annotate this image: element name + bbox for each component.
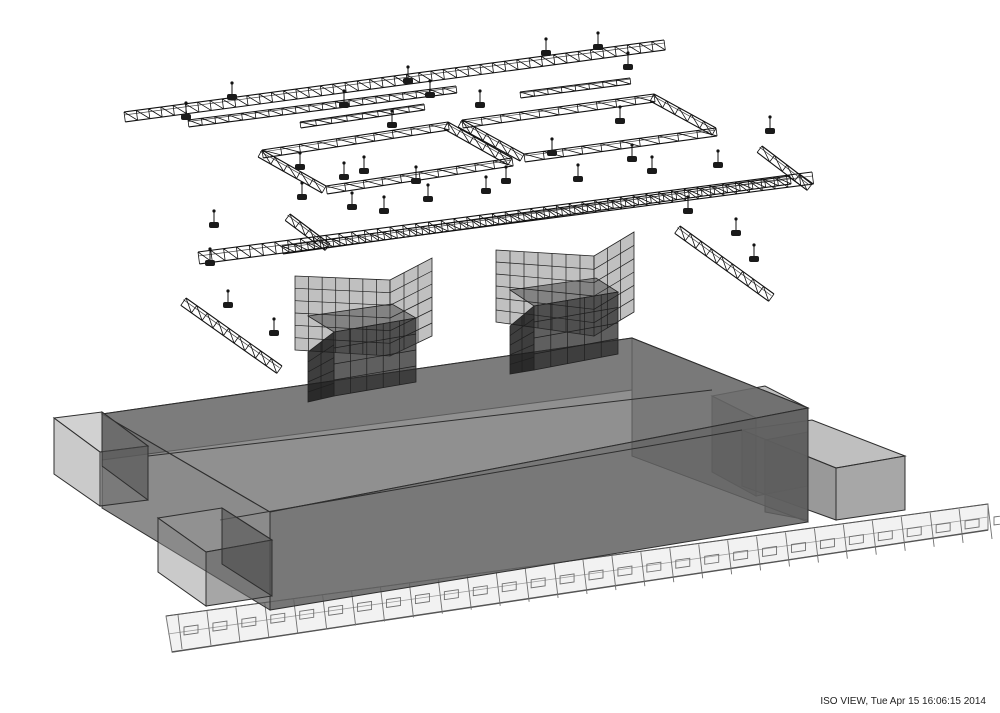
seat-divider — [380, 587, 401, 622]
chain-hoist-icon — [269, 317, 279, 336]
chain-hoist-icon — [347, 191, 357, 210]
seat-divider — [553, 563, 575, 598]
chain-hoist-icon — [227, 81, 237, 100]
chain-hoist-icon — [223, 289, 233, 308]
seat-divider — [871, 520, 893, 555]
seat-divider — [264, 603, 286, 638]
seat-divider — [842, 524, 864, 559]
truss-icon — [674, 225, 775, 302]
seat-divider — [900, 516, 922, 551]
chain-hoist-icon — [359, 155, 369, 174]
truss-icon — [123, 39, 666, 123]
truss-icon — [457, 119, 525, 162]
seat-divider — [177, 614, 199, 650]
chain-hoist-icon — [593, 31, 603, 50]
chain-hoist-icon — [403, 65, 413, 84]
chain-hoist-icon — [181, 101, 191, 120]
truss-icon — [519, 77, 632, 99]
truss-icon — [284, 213, 331, 251]
chain-hoist-icon — [573, 163, 583, 182]
chain-hoist-icon — [295, 151, 305, 170]
seat-divider — [582, 559, 604, 595]
seat-divider — [958, 508, 980, 543]
seat-divider — [351, 591, 373, 626]
seat-divider — [524, 567, 546, 602]
chain-hoist-icon — [647, 155, 657, 174]
seat-divider — [495, 571, 517, 606]
truss-icon — [649, 93, 717, 136]
seat-divider — [206, 611, 228, 646]
truss-icon — [187, 85, 458, 128]
chain-hoist-icon — [297, 181, 307, 200]
seat-divider — [466, 575, 488, 610]
seat-divider — [640, 552, 662, 587]
chain-hoist-icon — [379, 195, 389, 214]
truss-icon — [443, 121, 513, 166]
chain-hoist-icon — [205, 247, 215, 266]
seat-dividers — [177, 504, 1000, 650]
chain-hoist-icon — [749, 243, 759, 262]
chain-hoist-icon — [713, 149, 723, 168]
video-panels — [294, 231, 635, 403]
chain-hoist-icon — [481, 175, 491, 194]
chain-hoist-icon — [209, 209, 219, 228]
truss-icon — [180, 297, 283, 374]
truss-rig — [123, 39, 814, 374]
seat-divider — [785, 532, 806, 567]
chain-hoist-icon — [683, 195, 693, 214]
chain-hoist-icon — [547, 137, 557, 156]
seat-divider — [756, 536, 778, 571]
seat-divider — [408, 583, 430, 618]
truss-icon — [299, 103, 426, 129]
truss-icon — [281, 175, 792, 255]
chain-hoist-icon — [387, 109, 397, 128]
chain-hoist-icon — [411, 165, 421, 184]
truss-icon — [261, 121, 450, 159]
panel-group-left — [294, 257, 433, 403]
chain-hoist-icon — [731, 217, 741, 236]
truss-icon — [523, 127, 718, 163]
seat-divider — [727, 540, 749, 575]
chain-hoist-icon — [765, 115, 775, 134]
seat-divider — [611, 556, 633, 591]
chain-hoist-icon — [501, 165, 511, 184]
chain-hoist-icon — [475, 89, 485, 108]
left-wing-volumes — [52, 411, 274, 607]
view-caption: ISO VIEW, Tue Apr 15 16:06:15 2014 — [820, 696, 986, 707]
chain-hoist-icon — [627, 143, 637, 162]
truss-icon — [756, 145, 813, 191]
chain-hoist-icon — [623, 51, 633, 70]
seat-divider — [437, 579, 459, 614]
seat-divider — [987, 504, 1000, 540]
truss-icon — [461, 93, 656, 129]
chain-hoist-icon — [425, 79, 435, 98]
panel-group-right — [495, 231, 635, 375]
seat-divider — [929, 512, 951, 547]
chain-hoist-icon — [541, 37, 551, 56]
chain-hoist-icon — [423, 183, 433, 202]
seat-divider — [669, 548, 691, 583]
seat-divider — [813, 528, 835, 563]
chain-hoists — [181, 31, 775, 336]
chain-hoist-icon — [615, 105, 625, 124]
chain-hoist-icon — [339, 161, 349, 180]
seat-divider — [235, 607, 257, 642]
seat-divider — [698, 544, 720, 579]
chain-hoist-icon — [339, 89, 349, 108]
truss-icon — [257, 149, 327, 194]
